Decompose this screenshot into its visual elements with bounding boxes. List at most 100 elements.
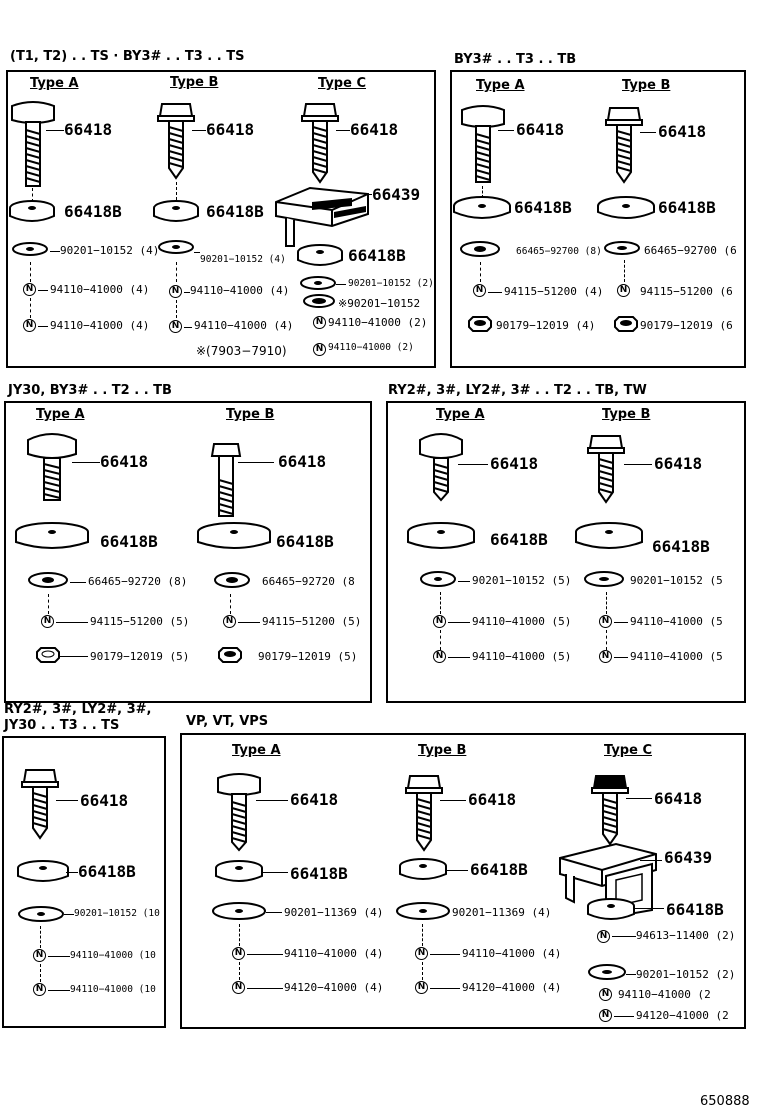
panel-6-title: VP, VT, VPS [186, 714, 269, 729]
part-number: 94115−51200 (5) [90, 615, 190, 628]
flat-washer-icon [300, 276, 336, 290]
nut-icon: N [33, 983, 46, 996]
lock-washer-icon [604, 241, 640, 255]
assembly-line [422, 924, 423, 946]
washer-icon [17, 860, 69, 882]
part-number: 94110−41000 (10 [70, 984, 156, 995]
type-b-label: Type B [602, 407, 651, 422]
type-b-label: Type B [622, 78, 671, 93]
assembly-line [239, 924, 240, 946]
flat-washer-icon [303, 294, 335, 308]
part-number: 94120−41000 (4) [284, 981, 384, 994]
leader-line [430, 954, 460, 955]
leader-line [626, 798, 652, 799]
assembly-line [440, 630, 441, 650]
washer-icon [9, 200, 55, 222]
part-number: 66418 [100, 452, 149, 471]
washer-icon [197, 522, 271, 549]
hex-bolt-icon [21, 769, 59, 840]
flat-washer-icon [18, 906, 64, 922]
nut-icon: N [433, 650, 446, 663]
part-number: 66418 [64, 120, 113, 139]
part-number: 90201−10152 (4) [60, 244, 160, 257]
leader-line [238, 462, 274, 463]
nut-icon: N [41, 615, 54, 628]
assembly-line [440, 592, 441, 614]
leader-line [46, 130, 64, 131]
part-number: 94110−41000 (10 [70, 950, 156, 961]
hex-bolt-icon [210, 443, 242, 517]
leader-line [446, 870, 468, 871]
part-number: 66418 [206, 120, 255, 139]
flat-washer-icon [212, 902, 266, 920]
nut-icon: N [415, 947, 428, 960]
leader-line [640, 132, 656, 133]
part-number: 66418B [64, 202, 122, 221]
part-number: 94110−41000 (2) [328, 316, 428, 329]
part-number: 94110−41000 (4) [50, 319, 150, 332]
part-number: 66418 [278, 452, 327, 471]
part-number: 94115−51200 (6 [640, 285, 733, 298]
assembly-line [480, 262, 481, 282]
lock-washer-icon [584, 571, 624, 587]
leader-line [38, 290, 48, 291]
leader-line [48, 990, 70, 991]
assembly-line [48, 594, 49, 614]
leader-line [612, 936, 636, 937]
leader-line [247, 954, 283, 955]
flat-washer-icon [12, 242, 48, 256]
assembly-line [40, 926, 41, 948]
washer-icon [575, 522, 643, 549]
washer-icon [453, 196, 511, 219]
panel-4 [386, 401, 746, 703]
nut-icon: N [223, 615, 236, 628]
leader-line [488, 292, 502, 293]
part-number: 66418 [468, 790, 517, 809]
part-number: 66418 [490, 454, 539, 473]
leader-line [366, 194, 372, 195]
assembly-line [606, 630, 607, 650]
type-c-label: Type C [604, 743, 652, 758]
part-number: 90179−12019 (5) [258, 650, 358, 663]
hex-nut-icon [468, 316, 492, 332]
leader-line [440, 800, 466, 801]
leader-line [624, 464, 652, 465]
part-number: 66418B [666, 900, 724, 919]
assembly-line [30, 298, 31, 318]
leader-line [614, 657, 628, 658]
part-number: 90201−10152 (4) [200, 254, 286, 265]
panel-5-title-line-2: JY30 . . T3 . . TS [4, 718, 120, 733]
leader-line [626, 974, 636, 975]
nut-icon: N [599, 650, 612, 663]
hex-bolt-icon [591, 775, 629, 846]
part-number: 90201−11369 (4) [452, 906, 552, 919]
part-number: 90201−10152 (5) [472, 574, 572, 587]
assembly-line [482, 186, 483, 198]
part-number: 94110−41000 (4) [284, 947, 384, 960]
part-number: 66418B [514, 198, 572, 217]
bracket-icon [275, 186, 369, 247]
panel-3-title: JY30, BY3# . . T2 . . TB [8, 383, 172, 398]
part-number: 66418 [654, 789, 703, 808]
flat-washer-icon [588, 964, 626, 980]
leader-line [72, 462, 100, 463]
leader-line [634, 908, 664, 909]
leader-line [336, 284, 346, 285]
part-number: 94115−51200 (5) [262, 615, 362, 628]
leader-line [60, 656, 88, 657]
washer-icon [153, 200, 199, 222]
nut-icon: N [23, 319, 36, 332]
hex-bolt-icon [157, 103, 195, 180]
part-number: 66418B [652, 537, 710, 556]
hex-nut-icon [36, 647, 60, 663]
part-number: 94110−41000 (5 [630, 650, 723, 663]
part-number: 66465−92700 (8) [516, 246, 602, 257]
part-number: 94110−41000 (4) [190, 284, 290, 297]
flat-washer-icon [420, 571, 456, 587]
part-number: 94110−41000 (5 [630, 615, 723, 628]
flat-washer-icon [158, 240, 194, 254]
part-number: 66418B [470, 860, 528, 879]
part-number: 94110−41000 (5) [472, 650, 572, 663]
part-number: 66418B [206, 202, 264, 221]
nut-icon: N [313, 343, 326, 356]
